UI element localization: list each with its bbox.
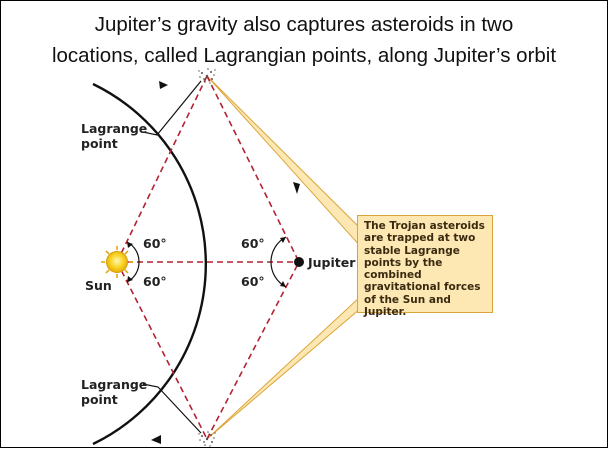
title-line-1: Jupiter’s gravity also captures asteroid… <box>94 13 514 36</box>
jupiter-icon <box>294 257 304 267</box>
angle-label-sun-lower: 60° <box>143 274 167 289</box>
orbit-arrow-right <box>293 182 300 194</box>
callout-wedge-bottom <box>206 294 362 440</box>
leader-line-top <box>142 80 202 136</box>
title-line-2: locations, called Lagrangian points, alo… <box>51 44 557 67</box>
callout-text: The Trojan asteroids are trapped at two … <box>364 220 485 319</box>
orbit-arrow-top <box>159 81 168 89</box>
leader-line-bottom <box>142 383 202 434</box>
arrow-sun-upper <box>127 242 133 248</box>
callout-wedge-top <box>206 75 362 249</box>
label-lagrange-top-1: Lagrange <box>81 121 147 136</box>
label-lagrange-top-2: point <box>81 136 118 151</box>
jupiter-orbit <box>92 82 207 446</box>
orbit-arrow-bottom <box>151 435 161 444</box>
angle-label-sun-upper: 60° <box>143 236 167 251</box>
triangle-lines <box>116 75 300 440</box>
asteroid-cluster-bottom-icon <box>198 431 216 447</box>
label-jupiter: Jupiter <box>307 255 356 270</box>
slide-title: Jupiter’s gravity also captures asteroid… <box>1 9 607 71</box>
angle-label-jupiter-upper: 60° <box>241 236 265 251</box>
label-lagrange-bottom-1: Lagrange <box>81 377 147 392</box>
callout-box: The Trojan asteroids are trapped at two … <box>357 215 493 318</box>
sun-icon <box>101 246 133 278</box>
arrow-jup-upper <box>280 237 286 243</box>
label-sun: Sun <box>85 278 112 293</box>
asteroid-cluster-top-icon <box>198 68 216 84</box>
arrow-jup-lower <box>280 281 286 287</box>
arrow-sun-lower <box>127 276 133 282</box>
label-lagrange-bottom-2: point <box>81 392 118 407</box>
angle-label-jupiter-lower: 60° <box>241 274 265 289</box>
